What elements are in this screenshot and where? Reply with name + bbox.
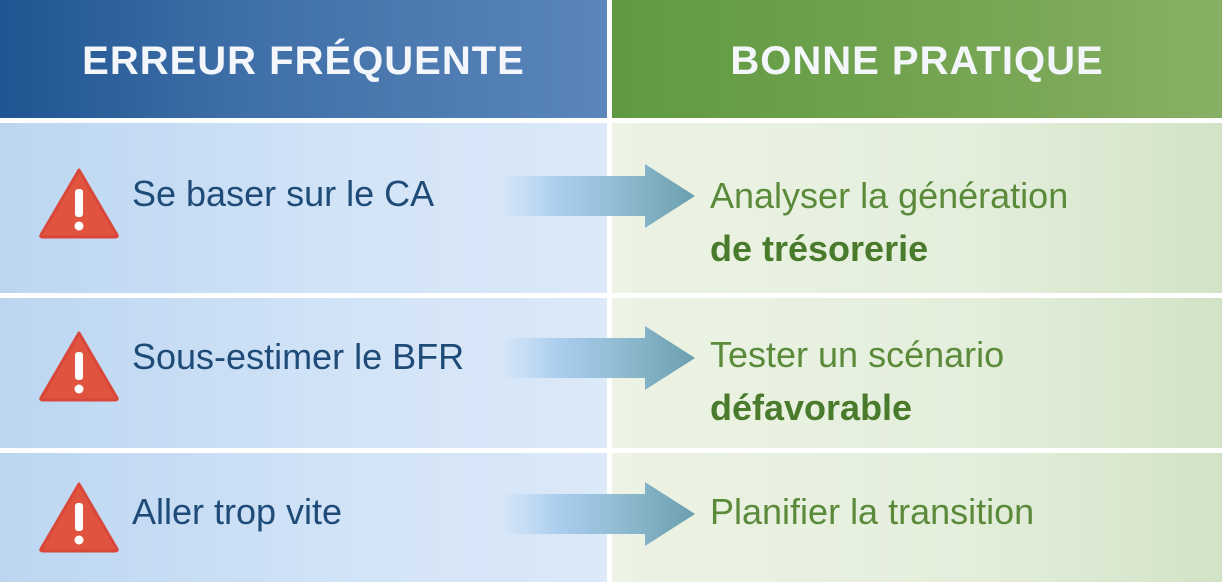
practice-text-bold: défavorable [710, 387, 913, 428]
arrow-right-icon [500, 164, 695, 228]
arrow-right-icon [500, 326, 695, 390]
warning-icon [39, 482, 119, 553]
practice-text: Tester un scénario [710, 334, 1005, 375]
mistake-text: Aller trop vite [132, 491, 343, 532]
header-erreur-frequente: ERREUR FRÉQUENTE [0, 0, 607, 118]
practice-cell-2: Tester un scénario défavorable [612, 298, 1222, 448]
header-bonne-pratique: BONNE PRATIQUE [612, 0, 1222, 118]
practice-text: Analyser la génération [710, 175, 1069, 216]
arrow-right-icon [500, 482, 695, 546]
mistake-text: Se baser sur le CA [132, 173, 435, 214]
header-right-title: BONNE PRATIQUE [730, 39, 1104, 83]
header-left-title: ERREUR FRÉQUENTE [82, 39, 525, 83]
practice-text-bold: de trésorerie [710, 228, 929, 269]
warning-icon [39, 168, 119, 239]
practice-cell-3: Planifier la transition [612, 453, 1222, 582]
practice-cell-1: Analyser la génération de trésorerie [612, 123, 1222, 293]
mistake-text: Sous-estimer le BFR [132, 336, 465, 377]
practice-text: Planifier la transition [710, 491, 1035, 532]
warning-icon [39, 331, 119, 402]
